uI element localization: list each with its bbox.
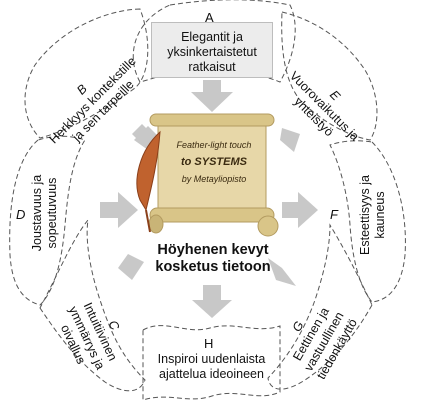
quill-icon (136, 130, 161, 212)
scroll-illustration (136, 113, 279, 237)
scroll-text-line2: to SYSTEMS (180, 156, 247, 168)
section-F-text: Esteettisyys ja kauneus (358, 162, 388, 268)
letter-A: A (205, 10, 214, 25)
outline-E (281, 11, 378, 141)
letter-D: D (16, 207, 26, 222)
scroll-text-line1: Feather-light touch (176, 140, 252, 150)
box-H (142, 325, 281, 401)
section-A-line1: Elegantit ja (181, 30, 243, 44)
section-F-line1: Esteettisyys ja (358, 175, 372, 255)
arrow-G (268, 258, 296, 286)
section-D-text: Joustavuus ja sopeutuvuus (30, 160, 60, 266)
outline-D (9, 135, 86, 306)
letter-H: H (204, 336, 214, 351)
arrow-to-H (192, 285, 232, 318)
outline-G (267, 223, 373, 390)
arrow-C (118, 254, 144, 280)
main-title-line1: Höyhenen kevyt (157, 242, 269, 258)
section-D-line2: sopeutuvuus (45, 177, 59, 249)
section-D-line1: Joustavuus ja (30, 174, 44, 252)
arrow-B-stem (132, 124, 152, 144)
box-A (151, 22, 273, 78)
main-title-line2: kosketus tietoon (155, 258, 271, 275)
section-A-line2: yksinkertaistetut (167, 44, 257, 59)
arrow-from-A (191, 80, 233, 112)
section-H-line2: ajattelua ideoineen (159, 366, 264, 381)
arrow-F (282, 192, 318, 228)
scroll-text-line3: by Metayliopisto (181, 174, 247, 184)
section-H-text: Inspiroi uudenlaista ajattelua ideoineen (143, 352, 280, 382)
section-F-line2: kauneus (373, 191, 387, 239)
arrow-E (280, 128, 300, 152)
section-A-line3: ratkaisut (188, 59, 236, 74)
section-A-text: Elegantit ja yksinkertaistetut ratkaisut (151, 30, 273, 74)
outline-B (24, 8, 149, 139)
arrow-group (100, 80, 318, 318)
arrow-D (100, 192, 138, 228)
letter-F: F (330, 207, 338, 222)
main-title: Höyhenen kevyt kosketus tietoon (118, 242, 308, 275)
section-H-line1: Inspiroi uudenlaista (157, 352, 266, 366)
